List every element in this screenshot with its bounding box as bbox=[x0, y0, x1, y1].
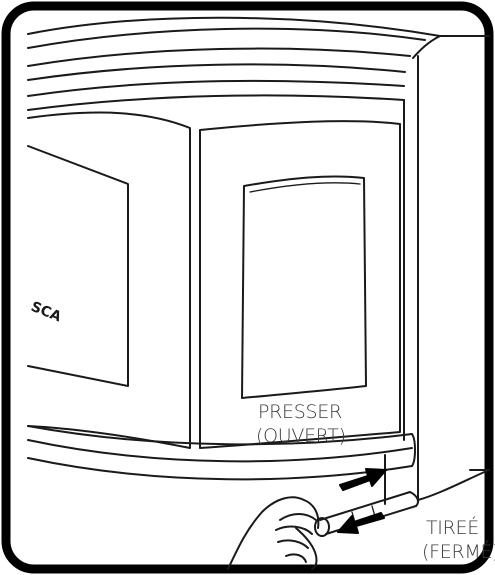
press-label-line1: PRESSER bbox=[258, 401, 342, 423]
stove-top-bands bbox=[28, 18, 440, 110]
press-label-line2: (OUVERT) bbox=[256, 425, 346, 447]
arrow-left-icon bbox=[338, 513, 384, 533]
stove-side bbox=[404, 36, 489, 470]
hand-icon bbox=[228, 497, 318, 569]
pull-label-line2: (FERMÉ) bbox=[422, 540, 495, 563]
brand-logo: SCA bbox=[29, 299, 64, 326]
pull-label-line1: TIREÉ bbox=[426, 516, 479, 539]
right-panel bbox=[200, 121, 400, 448]
left-panel bbox=[28, 113, 190, 448]
